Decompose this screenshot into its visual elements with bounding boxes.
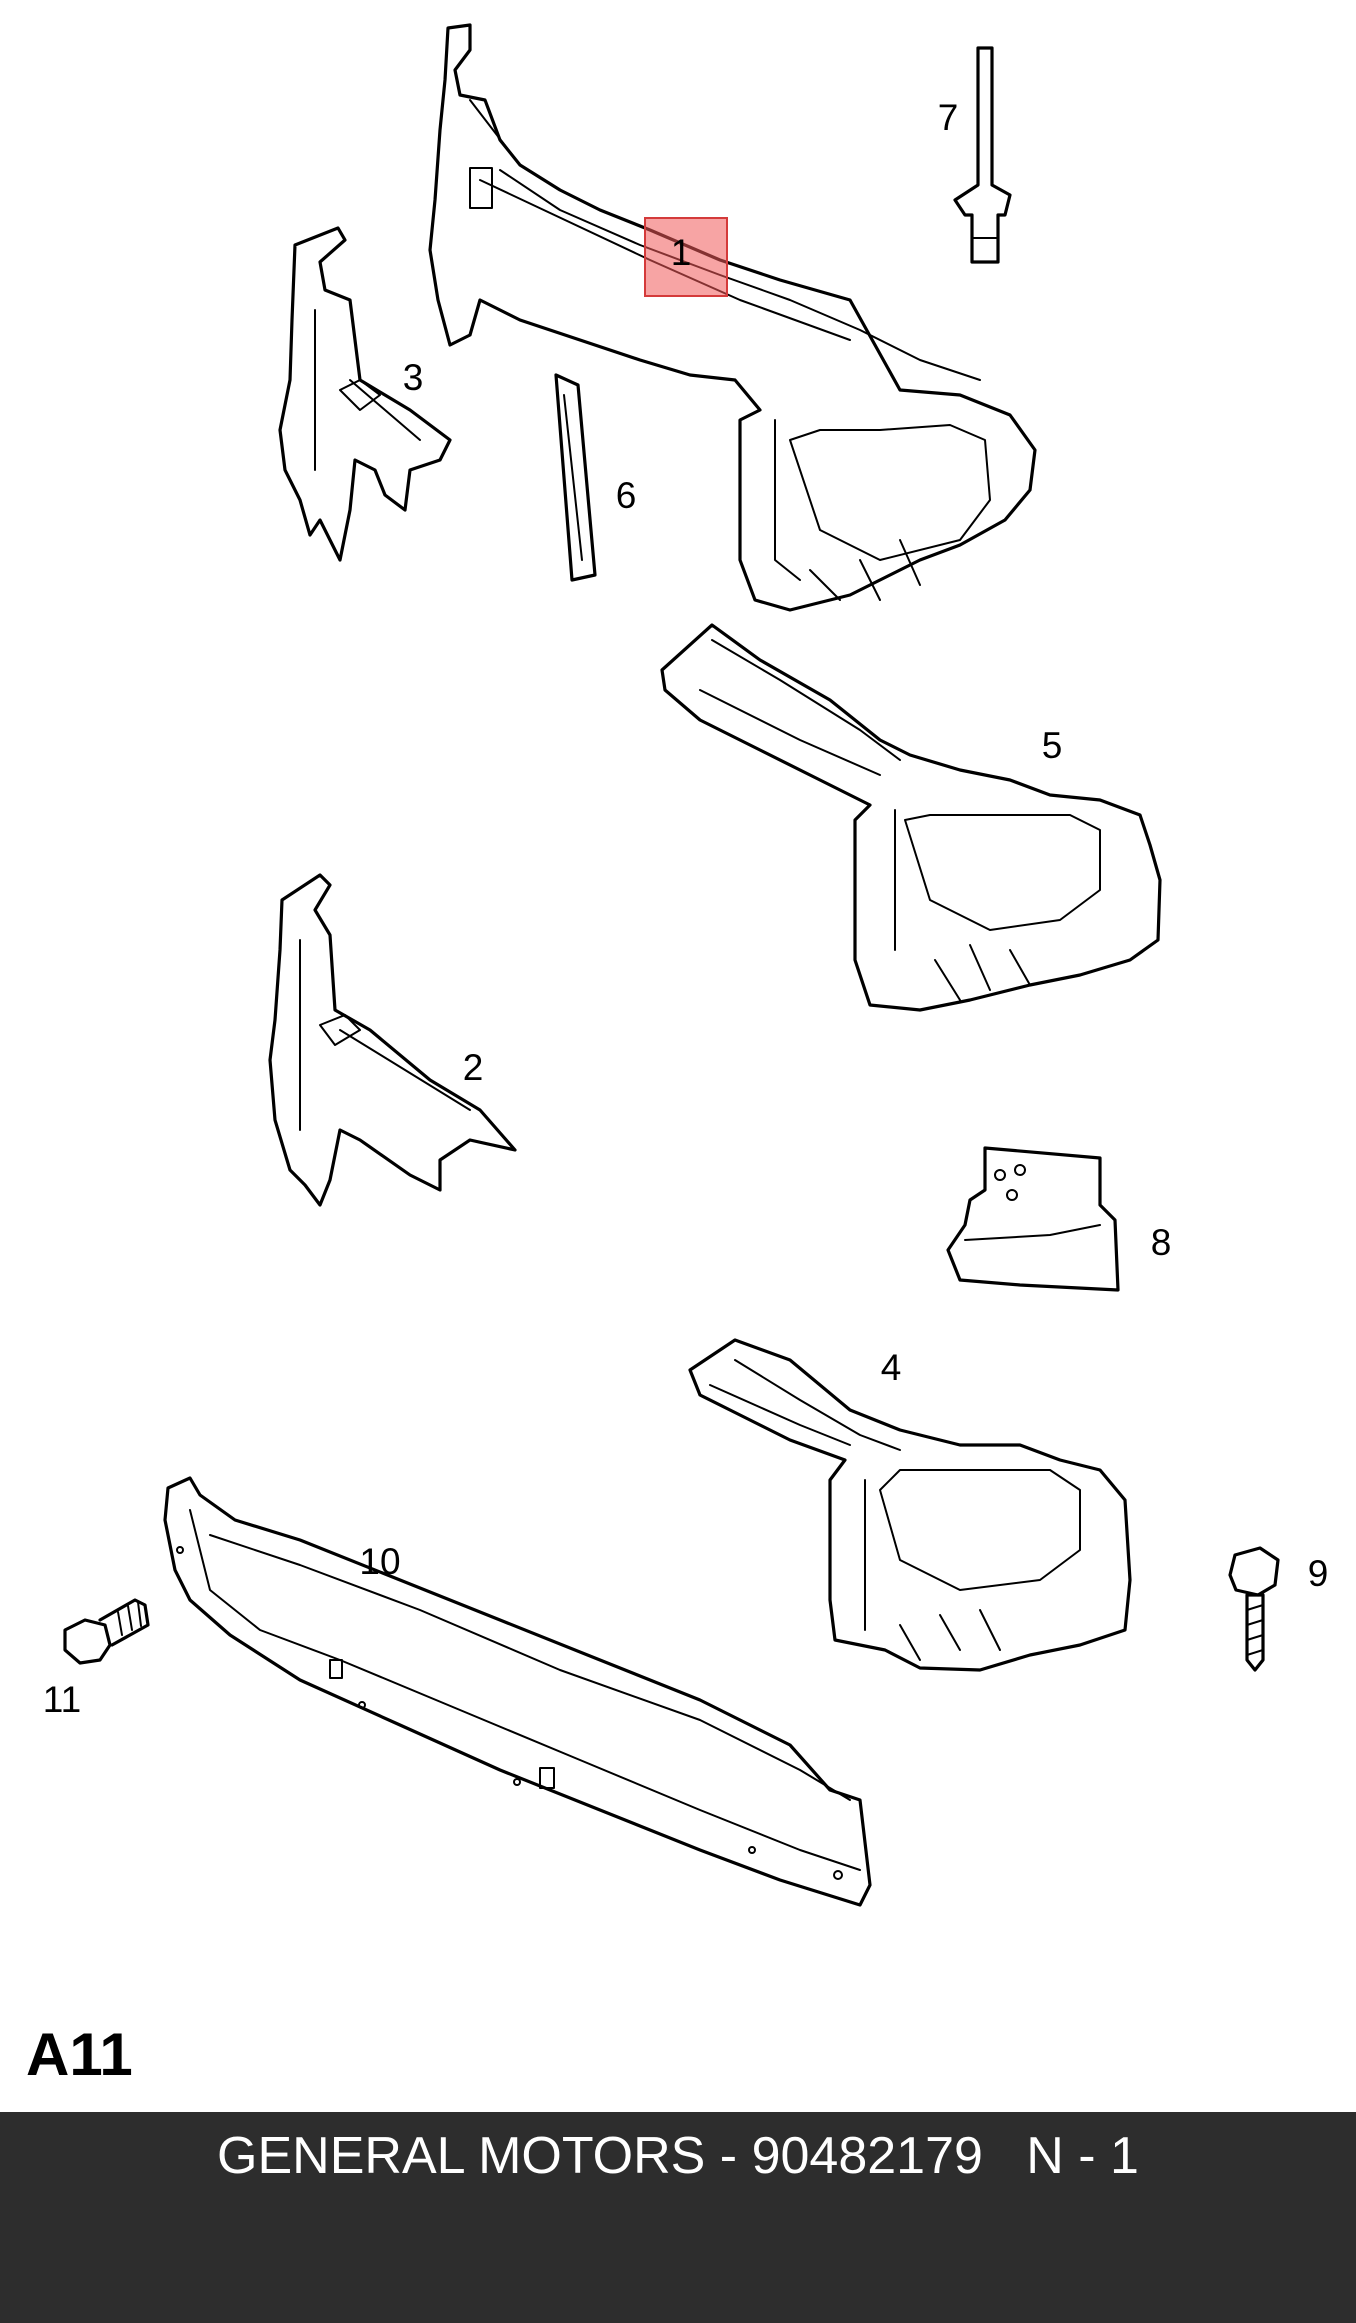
callout-4: 4	[881, 1347, 902, 1388]
section-label: A11	[26, 2021, 133, 2088]
part-2-bracket	[268, 873, 517, 1207]
part-11-flange-bolt	[63, 1598, 150, 1665]
footer-bar	[0, 2112, 1356, 2323]
manufacturer-name: GENERAL MOTORS	[217, 2127, 706, 2185]
highlight-marker	[644, 217, 728, 297]
callout-8: 8	[1151, 1222, 1172, 1263]
sequence-label: N - 1	[1026, 2127, 1139, 2185]
part-number: 90482179	[751, 2127, 983, 2185]
footer-gap	[983, 2127, 1026, 2185]
part-3-bracket	[278, 226, 452, 562]
part-7-push-rivet	[953, 46, 1012, 264]
callout-11: 11	[43, 1679, 81, 1720]
part-9-bolt	[1228, 1546, 1280, 1672]
callout-3: 3	[403, 357, 424, 398]
callout-2: 2	[463, 1047, 484, 1088]
callout-1: 1	[671, 232, 692, 273]
callout-9: 9	[1308, 1553, 1329, 1594]
part-4-headlamp-support	[688, 1338, 1132, 1672]
part-5-headlamp-support	[660, 623, 1162, 1012]
footer-separator: -	[705, 2127, 752, 2185]
callout-7: 7	[938, 97, 959, 138]
callout-6: 6	[616, 475, 637, 516]
part-8-plate	[946, 1146, 1120, 1292]
footer-caption: GENERAL MOTORS - 90482179 N - 1	[0, 2120, 1356, 2192]
callout-5: 5	[1042, 725, 1063, 766]
part-1-upper-crossmember	[428, 23, 1037, 612]
callout-10: 10	[359, 1541, 400, 1582]
part-10-lower-crossmember	[163, 1476, 872, 1907]
parts-diagram: 1 2 3 4 5 6 7 8 9 10 11	[43, 23, 1329, 1907]
part-6-strip	[554, 373, 597, 582]
